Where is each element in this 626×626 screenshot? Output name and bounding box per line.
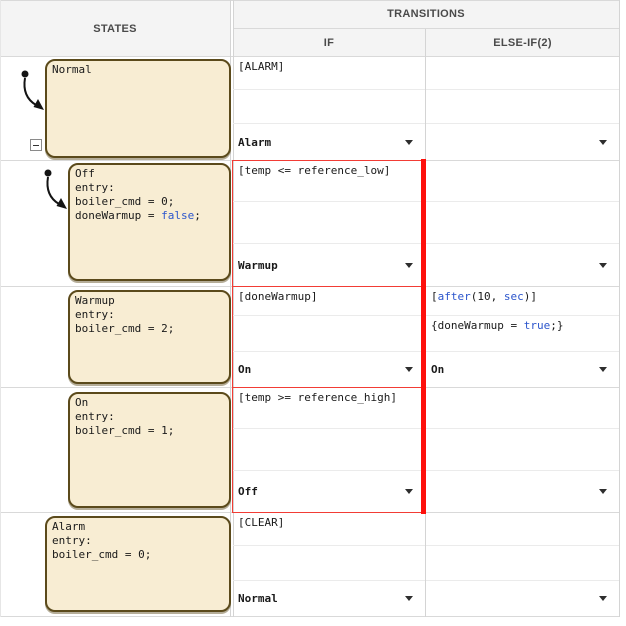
grid-line <box>0 616 619 617</box>
transition-cell-alarm-elseif <box>426 513 619 616</box>
states-column-header: STATES <box>0 0 230 57</box>
destination-value[interactable]: Warmup <box>238 258 278 272</box>
state-action: boiler_cmd = 0; <box>52 548 152 561</box>
transition-cell-normal-elseif <box>426 57 619 160</box>
grid-line <box>0 56 619 57</box>
destination-dropdown[interactable]: Alarm <box>233 124 425 160</box>
state-box-warmup[interactable]: Warmup entry: boiler_cmd = 2; <box>68 290 231 384</box>
condition-text[interactable]: [temp <= reference_low] <box>233 161 425 202</box>
transition-cell-on-elseif <box>426 388 619 512</box>
state-action: boiler_cmd = 0; <box>75 195 175 208</box>
keyword: after <box>437 290 471 303</box>
action-text[interactable] <box>426 90 619 124</box>
caret-down-icon[interactable] <box>599 139 607 145</box>
state-entry-label: entry: <box>52 534 92 547</box>
state-box-on[interactable]: On entry: boiler_cmd = 1; <box>68 392 231 508</box>
destination-value[interactable]: On <box>431 363 445 376</box>
transition-cell-warmup-elseif: [after(10, sec)] {doneWarmup = true;} On <box>426 287 619 387</box>
action-text[interactable] <box>233 90 425 124</box>
action-text[interactable]: {doneWarmup = true;} <box>426 316 619 352</box>
transitions-column-header: TRANSITIONS <box>233 0 619 28</box>
state-action: boiler_cmd = 1; <box>75 424 175 437</box>
grid-line <box>233 28 619 29</box>
destination-value[interactable]: Alarm <box>238 135 272 149</box>
state-box-alarm[interactable]: Alarm entry: boiler_cmd = 0; <box>45 516 231 612</box>
action-text[interactable] <box>233 429 425 471</box>
condition-text[interactable]: [temp >= reference_high] <box>233 388 425 429</box>
caret-down-icon[interactable] <box>599 489 607 494</box>
state-entry-label: entry: <box>75 308 115 321</box>
state-label: Alarm <box>52 520 86 533</box>
caret-down-icon[interactable] <box>405 262 413 268</box>
condition-text[interactable] <box>426 161 619 202</box>
state-action: boiler_cmd = 2; <box>75 322 175 335</box>
condition-text[interactable] <box>426 57 619 90</box>
state-label: Normal <box>52 63 92 76</box>
destination-dropdown[interactable] <box>426 581 619 616</box>
state-box-off[interactable]: Off entry: boiler_cmd = 0; doneWarmup = … <box>68 163 231 281</box>
condition-text[interactable] <box>426 388 619 429</box>
state-label: Warmup <box>75 294 115 307</box>
destination-dropdown[interactable]: On <box>233 352 425 387</box>
transition-cell-normal-if: [ALARM] Alarm <box>233 57 425 160</box>
action-text[interactable] <box>426 202 619 244</box>
minus-icon <box>33 144 39 146</box>
grid-line <box>233 0 234 617</box>
destination-dropdown[interactable]: Off <box>233 471 425 512</box>
caret-down-icon[interactable] <box>405 489 413 494</box>
destination-value[interactable]: Off <box>238 485 258 498</box>
keyword: sec <box>503 290 524 303</box>
action-text[interactable] <box>426 546 619 581</box>
action-text[interactable] <box>233 202 425 244</box>
destination-dropdown[interactable] <box>426 471 619 512</box>
state-box-normal[interactable]: Normal <box>45 59 231 158</box>
destination-dropdown[interactable]: Normal <box>233 581 425 616</box>
condition-text[interactable] <box>426 513 619 546</box>
elseif-column-header: ELSE-IF(2) <box>426 29 619 56</box>
state-label: On <box>75 396 89 409</box>
caret-down-icon[interactable] <box>405 367 413 372</box>
grid-line <box>619 0 620 617</box>
condition-text[interactable]: [after(10, sec)] <box>426 287 619 316</box>
action-text[interactable] <box>426 429 619 471</box>
transition-cell-warmup-if: [doneWarmup] On <box>233 287 425 387</box>
transition-cell-off-elseif <box>426 161 619 286</box>
state-entry-label: entry: <box>75 181 115 194</box>
destination-dropdown[interactable] <box>426 244 619 286</box>
transition-cell-on-if: [temp >= reference_high] Off <box>233 388 425 512</box>
condition-text[interactable]: [doneWarmup] <box>233 287 425 316</box>
destination-dropdown[interactable]: On <box>426 352 619 387</box>
destination-dropdown[interactable] <box>426 124 619 160</box>
keyword: false <box>161 209 195 222</box>
action-text[interactable] <box>233 546 425 581</box>
grid-line <box>0 0 619 1</box>
transition-cell-alarm-if: [CLEAR] Normal <box>233 513 425 616</box>
caret-down-icon[interactable] <box>599 367 607 372</box>
caret-down-icon[interactable] <box>405 596 413 601</box>
destination-dropdown[interactable]: Warmup <box>233 244 425 286</box>
collapse-button[interactable] <box>30 139 42 151</box>
transition-cell-off-if: [temp <= reference_low] Warmup <box>233 161 425 286</box>
caret-down-icon[interactable] <box>405 139 413 145</box>
state-entry-label: entry: <box>75 410 115 423</box>
action-text[interactable] <box>233 316 425 352</box>
grid-line <box>0 0 1 617</box>
caret-down-icon[interactable] <box>599 262 607 268</box>
state-label: Off <box>75 167 95 180</box>
if-column-header: IF <box>233 29 425 56</box>
condition-text[interactable]: [ALARM] <box>233 57 425 90</box>
destination-value[interactable]: On <box>238 363 252 376</box>
caret-down-icon[interactable] <box>599 596 607 601</box>
destination-value[interactable]: Normal <box>238 592 278 605</box>
condition-text[interactable]: [CLEAR] <box>233 513 425 546</box>
keyword: true <box>523 319 551 332</box>
